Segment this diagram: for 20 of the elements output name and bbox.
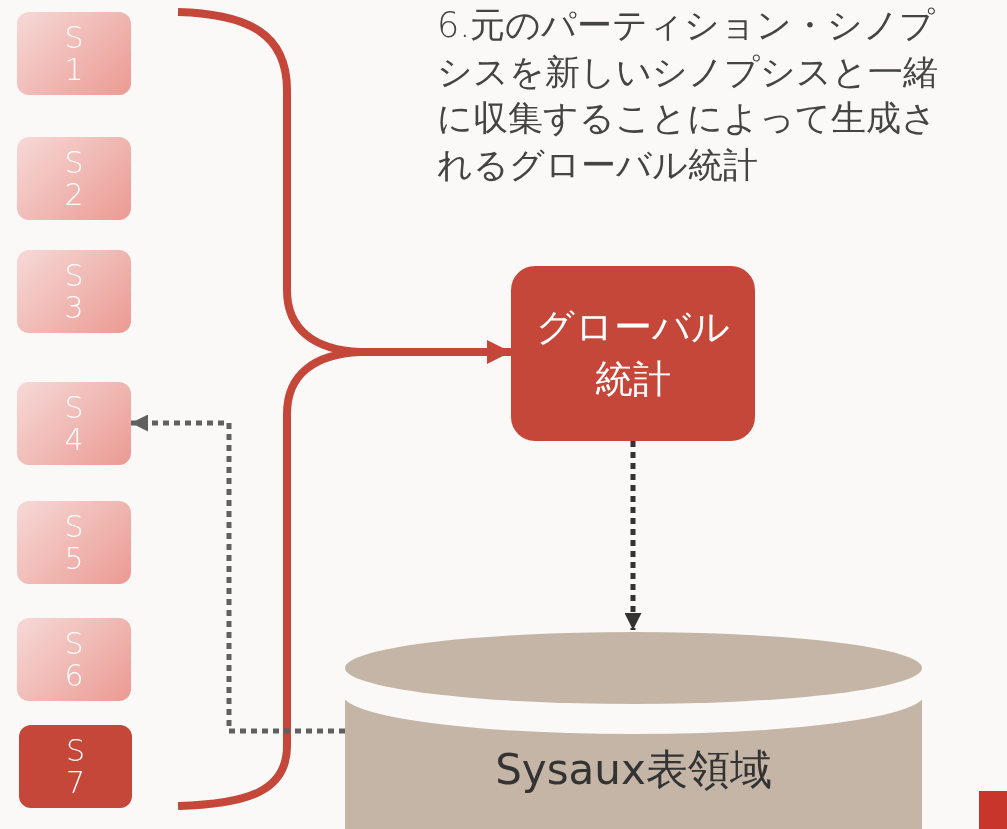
note-text: 6.元のパーティション・シノプシスを新しいシノプシスと一緒に収集することによって生成されるグローバル統計 (437, 4, 939, 187)
dotted-arrow (131, 414, 345, 734)
node-label: S1 (63, 22, 85, 85)
node-label: S2 (63, 147, 85, 210)
node-label: S4 (63, 392, 85, 455)
node-label: S6 (63, 628, 85, 691)
node-label: S5 (63, 511, 85, 574)
node-label: S3 (63, 260, 85, 323)
node-label: Sysaux表領域 (495, 744, 772, 796)
statistics-box (17, 250, 131, 333)
dotted-arrow (624, 441, 642, 630)
statistics-box (17, 501, 131, 584)
node-label: S7 (64, 735, 87, 798)
statistics-box (19, 725, 132, 808)
statistics-box (17, 12, 131, 95)
statistics-box (17, 137, 131, 220)
statistics-box (17, 382, 131, 465)
node-label: グローバル統計 (535, 304, 731, 403)
statistics-box (17, 618, 131, 701)
process-box (511, 266, 755, 441)
